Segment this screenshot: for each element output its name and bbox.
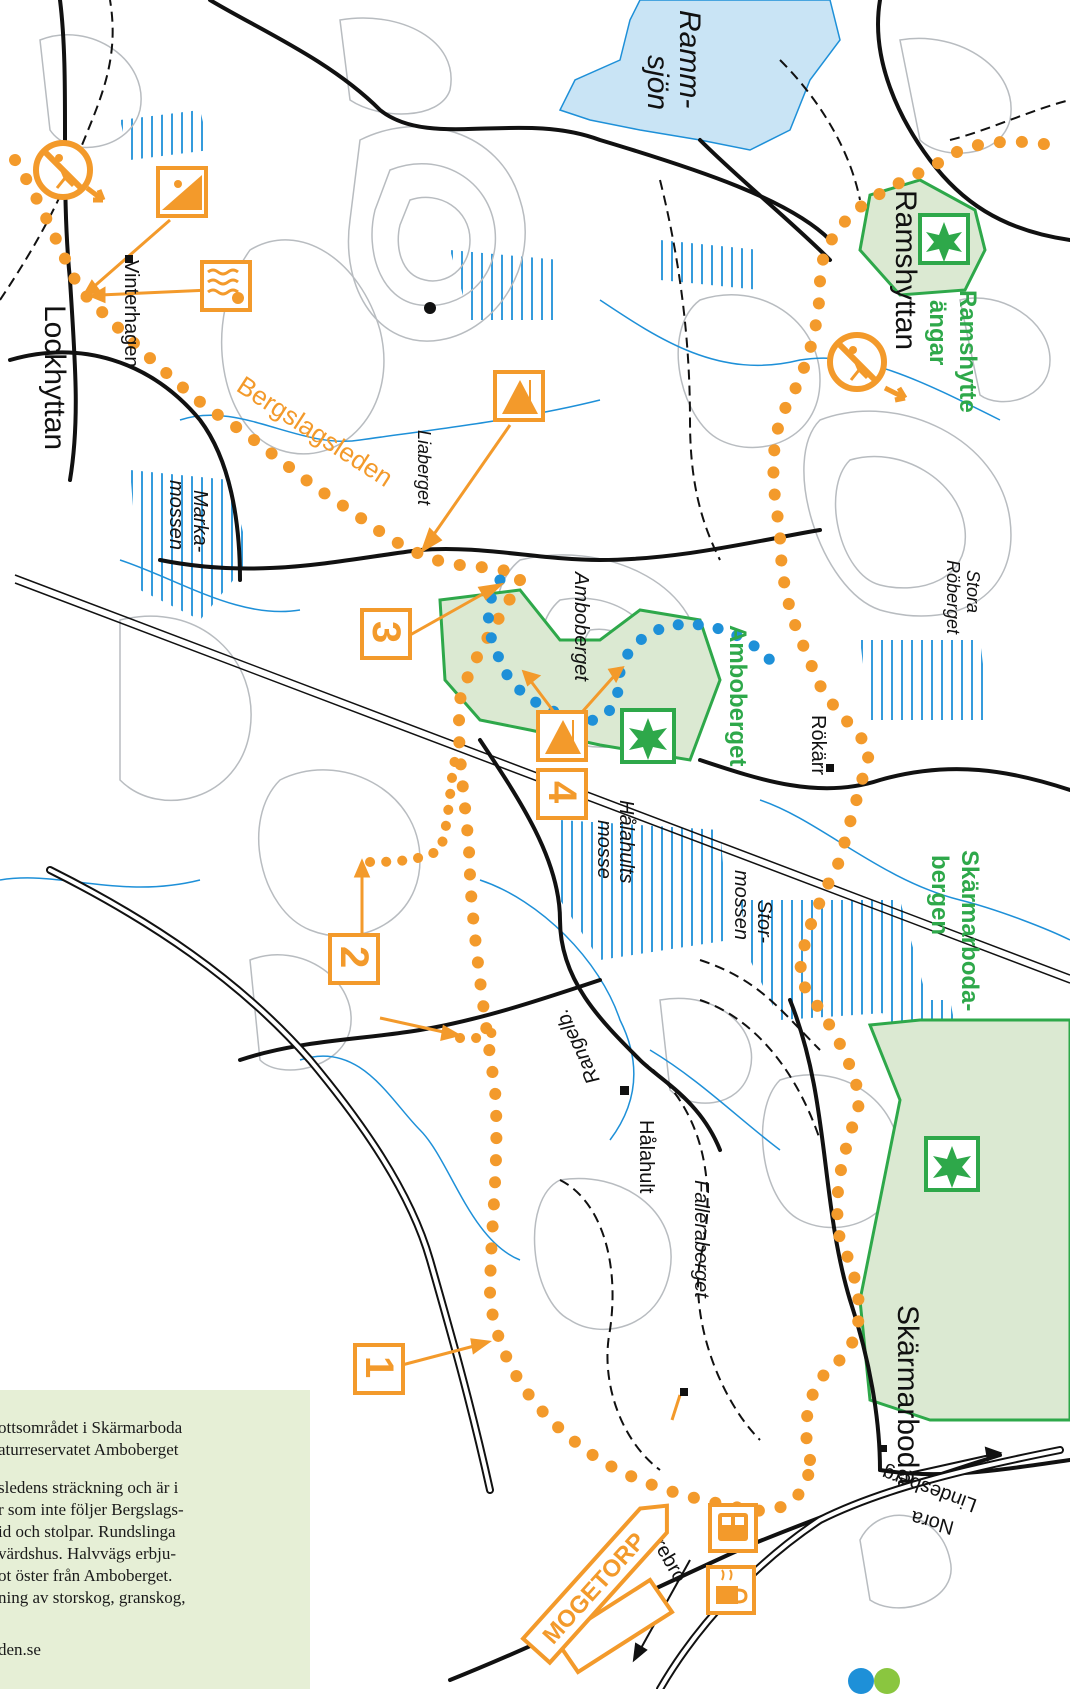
viewpoint-icon [493,370,545,422]
info-line-4: r som inte följer Bergslags- [0,1500,184,1519]
label-rammsjon-1: Ramm- [673,10,706,108]
road-main-north [208,0,832,242]
hiker-icon [33,140,106,203]
label-falleraberget: Falleraberget [690,1180,712,1299]
buildings [125,255,887,1452]
paths [0,0,1070,1471]
amboberget-loop [482,574,776,727]
logo-dot-green [874,1668,900,1694]
marker-2[interactable]: 2 [328,933,380,985]
label-stora-roberget-2: Röberget [943,560,963,635]
label-stormossen-1: Stor- [753,900,775,943]
label-lockhyttan: Lockhyttan [38,305,71,450]
road-rokarr [698,758,1070,792]
label-skarmarboda-bergen-1: Skärmarboda- [956,850,983,1011]
label-rammsjon-2: sjön [641,55,674,110]
label-amboberget-peak: Amboberget [570,571,592,682]
road-west [8,350,242,582]
label-skarmarboda: Skärmarboda [891,1305,924,1485]
label-bergslagsleden: Bergslagsleden [232,370,399,493]
reserve-skarmarboda-bergen [858,1018,1070,1422]
road-middle [158,528,822,571]
label-stormossen-2: mossen [730,870,752,940]
nature-reserve-icon [918,213,970,265]
highways [46,866,1064,1689]
hiker-icon [827,332,908,403]
label-rangelb: Rangelb. [551,1005,605,1087]
label-markamossen-2: mossen [165,480,187,550]
lake-rammsjon [558,0,841,151]
info-line-9: den.se [0,1640,41,1659]
road-north-east [876,0,1070,242]
label-halahult: Hålahult [635,1120,657,1194]
label-markamossen-1: Marka- [189,490,211,553]
parking-icon [553,1577,675,1675]
nature-reserve-icon [924,1136,980,1192]
swimming-icon [200,260,252,312]
label-skarmarboda-bergen-2: bergen [926,855,953,935]
cafe-icon [706,1565,756,1615]
info-line-1: ottsområdet i Skärmarboda [0,1418,183,1437]
summit-marker [424,302,436,314]
road-skarmarboda [788,998,882,1472]
marker-1-label: 1 [357,1356,401,1378]
info-line-6: värdshus. Halvvägs erbju- [0,1544,176,1563]
info-line-7: ot öster från Amboberget. [0,1566,173,1585]
pointer-arrows [80,218,682,1421]
label-liaberget: Liaberget [414,430,434,506]
marker-3-label: 3 [364,621,408,643]
nature-reserve-icon [620,708,676,764]
bergslagsleden-trail [9,135,1056,1517]
logo-dot-blue [848,1668,874,1694]
marker-2-label: 2 [332,946,376,968]
marker-4-label: 4 [540,781,584,804]
side-trail-2 [365,755,500,1044]
marker-3[interactable]: 3 [360,608,412,660]
label-ramshytte-angar-1: Ramshytte [954,290,981,413]
label-vinterhagen: Vinterhagen [120,260,142,368]
ski-slope-icon [156,166,208,218]
info-line-2: aturreservatet Amboberget [0,1440,179,1459]
marsh-areas [120,110,990,1050]
info-line-8: ning av storskog, granskog, [0,1588,186,1607]
marker-4[interactable]: 4 [536,768,588,820]
label-halahults-mosse-1: Hålahults [615,800,637,883]
label-amboberget-reserve: Amboberget [724,625,751,766]
label-stora-roberget-1: Stora [963,570,983,613]
label-halahults-mosse-2: mosse [593,820,615,879]
road-center [478,738,722,1152]
viewpoint-icon [536,710,588,762]
place-labels: Ramm- sjön Ramshyttan Ramshytte ängar Lo… [38,10,983,1586]
label-ramshyttan: Ramshyttan [889,190,922,350]
info-box: ottsområdet i Skärmarboda [0,1390,310,1689]
info-line-3: sledens sträckning och är i [0,1478,179,1497]
info-line-5: id och stolpar. Rundslinga [0,1522,176,1541]
marker-1[interactable]: 1 [353,1343,405,1395]
bus-icon [708,1503,758,1553]
road-ramshyttan [698,138,832,262]
label-rokarr: Rökärr [807,715,829,775]
label-ramshytte-angar-2: ängar [924,300,951,365]
label-nora: Nora [908,1506,956,1539]
